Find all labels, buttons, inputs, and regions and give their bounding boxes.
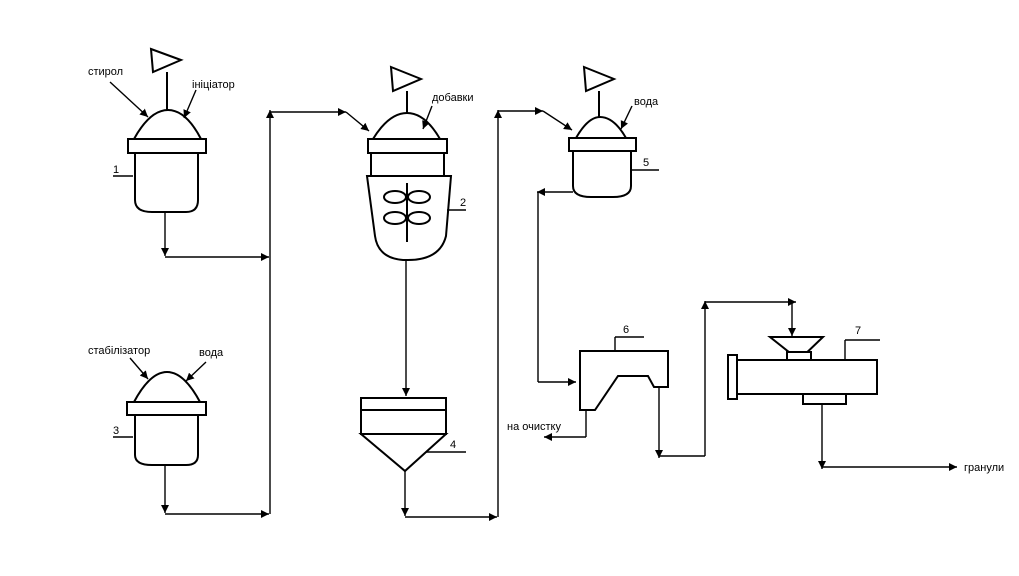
water-label-5: вода (634, 96, 659, 108)
reactor-2: 2 (365, 65, 466, 261)
water-feed-arrow-5 (620, 105, 633, 130)
additives-label: добавки (432, 92, 474, 104)
unit-label-6: 6 (623, 324, 629, 336)
unit-label-1: 1 (113, 164, 119, 176)
vessel-3: 3 (113, 370, 207, 466)
to-cleaning-label: на очистку (507, 421, 561, 433)
stabilizer-feed-arrow (129, 357, 149, 380)
extruder-7: 7 (727, 325, 880, 405)
settler-4: 4 (358, 397, 466, 473)
initiator-label: ініціатор (192, 79, 235, 91)
water-feed-arrow-3 (185, 361, 207, 382)
stabilizer-label: стабілізатор (88, 345, 150, 357)
styrene-feed-arrow (109, 81, 149, 118)
impeller-2b (383, 211, 407, 225)
agitator-drive-1 (149, 47, 184, 74)
unit-label-3: 3 (113, 425, 119, 437)
additives-feed-arrow (422, 105, 433, 130)
initiator-feed-arrow (183, 89, 197, 119)
vessel-1: 1 (113, 47, 207, 213)
agitator-drive-5 (582, 65, 617, 93)
unit-label-4: 4 (450, 439, 456, 451)
centrifuge-6: 6 (579, 324, 669, 411)
styrene-label: стирол (88, 66, 123, 78)
granules-label: гранули (964, 462, 1004, 474)
agitator-drive-2 (389, 65, 424, 93)
washer-5: 5 (568, 65, 659, 198)
unit-label-2: 2 (460, 197, 466, 209)
impeller-2a (383, 190, 407, 204)
unit-label-5: 5 (643, 157, 649, 169)
unit-label-7: 7 (855, 325, 861, 337)
water-label-3: вода (199, 347, 224, 359)
